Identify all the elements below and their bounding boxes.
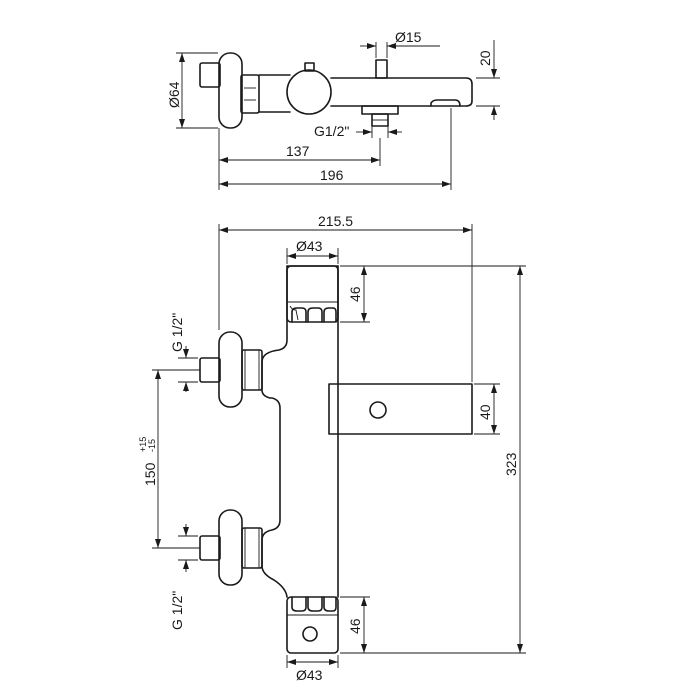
front-diverter-knob <box>369 401 387 419</box>
top-body-bar <box>258 74 291 113</box>
dim-len-196: 196 <box>320 167 344 183</box>
front-top-knob <box>286 265 339 323</box>
dim-height-bottom-knob: 46 <box>347 618 363 634</box>
top-wall-flange <box>218 52 243 129</box>
dim-width-total: 215.5 <box>318 213 353 229</box>
dim-dia-outlet: Ø15 <box>395 29 422 45</box>
top-inlet-nipple <box>199 62 221 88</box>
front-body-left-outline <box>261 265 288 598</box>
top-connector-nut <box>240 74 260 114</box>
dim-spout-height: 40 <box>477 404 493 420</box>
dim-thread-upper: G 1/2" <box>169 313 185 352</box>
dim-height-top-knob: 46 <box>347 286 363 302</box>
dim-dia-top-knob: Ø43 <box>296 238 323 254</box>
top-cap <box>304 62 315 72</box>
front-bottom-knob <box>286 596 339 654</box>
top-spout <box>330 77 473 107</box>
front-lower-inlet <box>199 509 263 586</box>
dim-dia-handle: Ø64 <box>166 81 182 108</box>
dim-dia-bottom-knob: Ø43 <box>296 667 323 683</box>
dim-len-137: 137 <box>286 143 310 159</box>
top-thermostat-body <box>286 69 332 115</box>
top-diverter-pin <box>375 59 388 79</box>
dim-thread-lower: G 1/2" <box>169 591 185 630</box>
dim-thread-top: G1/2" <box>314 123 349 139</box>
front-view: 215.5 Ø43 46 40 323 46 Ø43 G 1 <box>138 213 526 683</box>
top-spout-outlet <box>430 99 461 107</box>
dim-centers: 150 <box>142 462 158 486</box>
top-shower-connector-flange <box>361 105 399 115</box>
front-spout <box>328 383 473 435</box>
dim-height-outlet: 20 <box>477 50 493 66</box>
dim-centers-tol-minus: -15 <box>147 439 157 452</box>
top-view: Ø15 20 Ø64 G1/2" 137 196 <box>166 29 500 190</box>
dim-centers-tol-plus: +15 <box>138 437 148 452</box>
dim-height-total: 323 <box>503 452 519 476</box>
front-upper-inlet <box>199 331 263 408</box>
